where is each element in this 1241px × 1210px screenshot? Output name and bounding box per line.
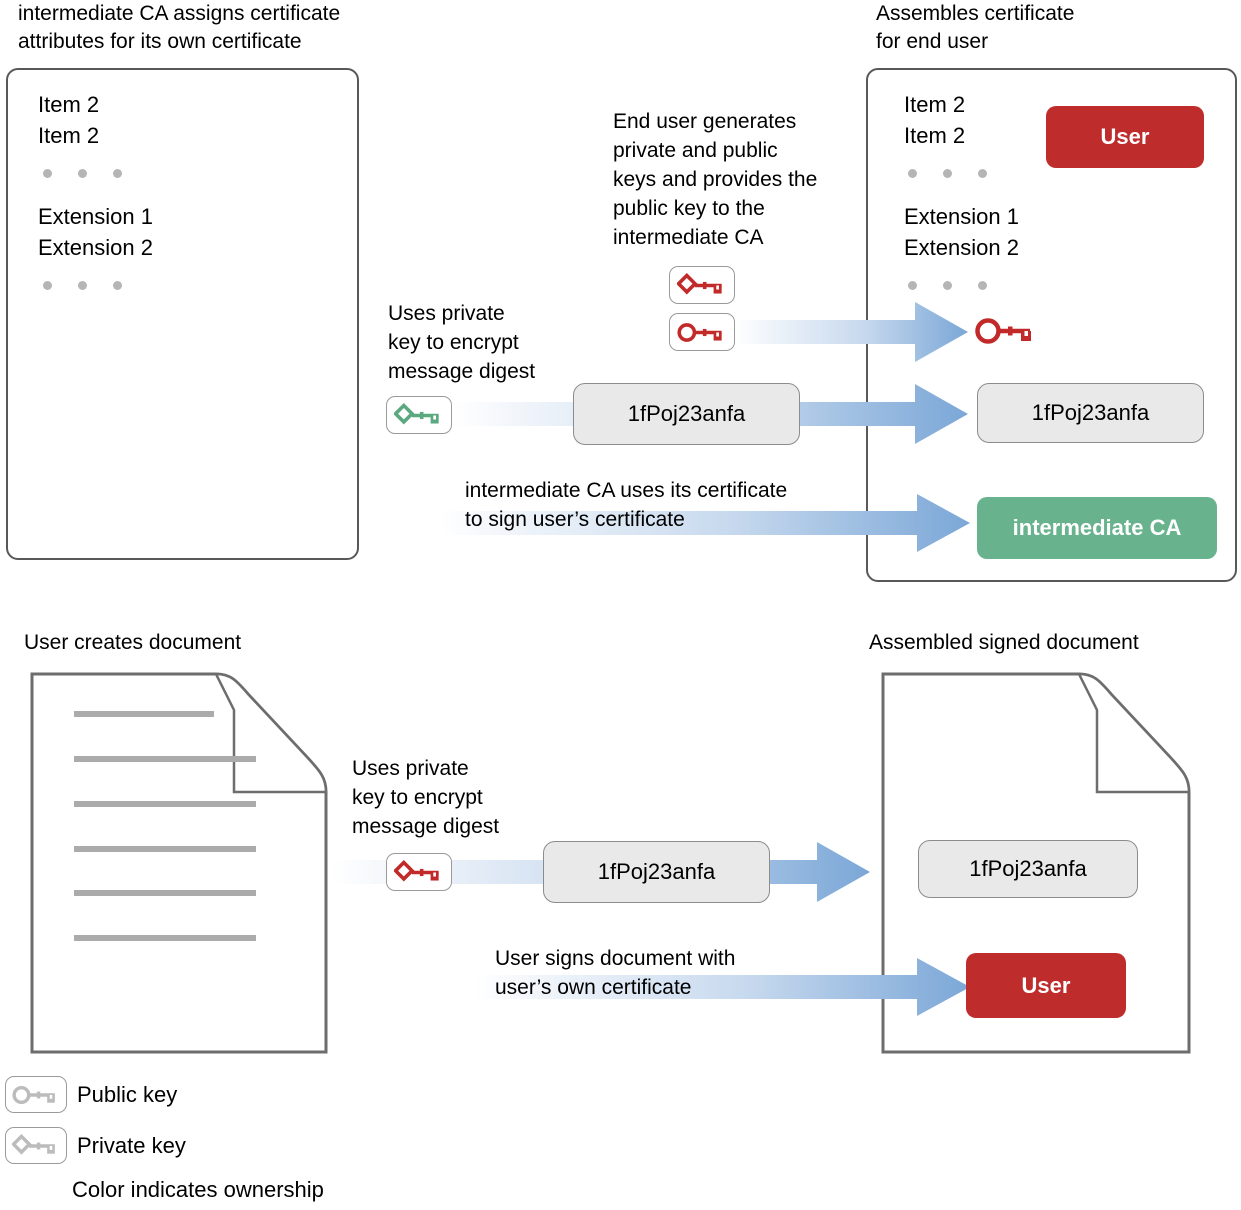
uses-private-key-note-top: Uses private key to encrypt message dige… bbox=[388, 302, 536, 383]
user-private-key-chip[interactable] bbox=[669, 266, 735, 304]
ca-signs-certificate-note: intermediate CA uses its certificate to … bbox=[465, 479, 788, 531]
cert-item-line: Item 2 bbox=[38, 92, 100, 117]
private-key-icon bbox=[12, 1133, 55, 1155]
legend-public-key-chip bbox=[5, 1076, 67, 1113]
signed-digest-box-bottom[interactable]: 1fPoj23anfa bbox=[543, 841, 770, 903]
user-creates-document-caption: User creates document bbox=[24, 631, 242, 654]
signed-digest-box-top[interactable]: 1fPoj23anfa bbox=[573, 383, 800, 445]
ellipsis-dots bbox=[908, 281, 987, 290]
certificate-digest-box[interactable]: 1fPoj23anfa bbox=[977, 383, 1204, 443]
sign-document-arrow bbox=[475, 958, 970, 1016]
cert-extension-line: Extension 1 bbox=[904, 204, 1019, 229]
legend-private-key-label: Private key bbox=[77, 1133, 186, 1158]
user-signs-document-note: User signs document with user’s own cert… bbox=[495, 947, 736, 999]
public-key-icon bbox=[974, 314, 1036, 348]
cert-extension-line: Extension 1 bbox=[38, 204, 153, 229]
right-cert-caption: Assembles certificate for end user bbox=[876, 2, 1075, 53]
public-key-icon bbox=[677, 322, 722, 342]
assembled-signed-document-caption: Assembled signed document bbox=[869, 631, 1139, 654]
user-private-key-chip-bottom[interactable] bbox=[386, 853, 452, 891]
user-document-page bbox=[30, 672, 328, 1054]
signed-document-digest-box[interactable]: 1fPoj23anfa bbox=[918, 840, 1138, 898]
cert-item-line: Item 2 bbox=[904, 92, 966, 117]
user-public-key-chip[interactable] bbox=[669, 313, 735, 351]
public-key-icon bbox=[12, 1085, 55, 1104]
ellipsis-dots bbox=[43, 169, 122, 178]
end-user-generates-note: End user generates private and public ke… bbox=[613, 110, 818, 249]
user-badge[interactable]: User bbox=[1046, 106, 1204, 168]
ca-private-key-chip[interactable] bbox=[386, 396, 452, 434]
user-badge-bottom[interactable]: User bbox=[966, 953, 1126, 1018]
cert-item-line: Item 2 bbox=[904, 123, 966, 148]
public-key-transfer-arrow bbox=[735, 302, 968, 362]
ellipsis-dots bbox=[908, 169, 987, 178]
cert-item-line: Item 2 bbox=[38, 123, 100, 148]
left-cert-caption: intermediate CA assigns certificate attr… bbox=[18, 2, 341, 53]
sign-certificate-arrow bbox=[440, 494, 970, 552]
legend-footnote: Color indicates ownership bbox=[72, 1177, 324, 1202]
private-key-icon bbox=[394, 402, 439, 424]
ellipsis-dots bbox=[43, 281, 122, 290]
intermediate-ca-certificate-box: Item 2 Item 2 Extension 1 Extension 2 bbox=[6, 68, 359, 560]
private-key-icon bbox=[677, 272, 722, 294]
legend-private-key-chip bbox=[5, 1127, 67, 1164]
cert-extension-line: Extension 2 bbox=[904, 235, 1019, 260]
legend-public-key-label: Public key bbox=[77, 1082, 178, 1107]
uses-private-key-note-bottom: Uses private key to encrypt message dige… bbox=[352, 757, 500, 838]
intermediate-ca-badge[interactable]: intermediate CA bbox=[977, 497, 1217, 559]
cert-extension-line: Extension 2 bbox=[38, 235, 153, 260]
private-key-icon bbox=[394, 859, 439, 881]
